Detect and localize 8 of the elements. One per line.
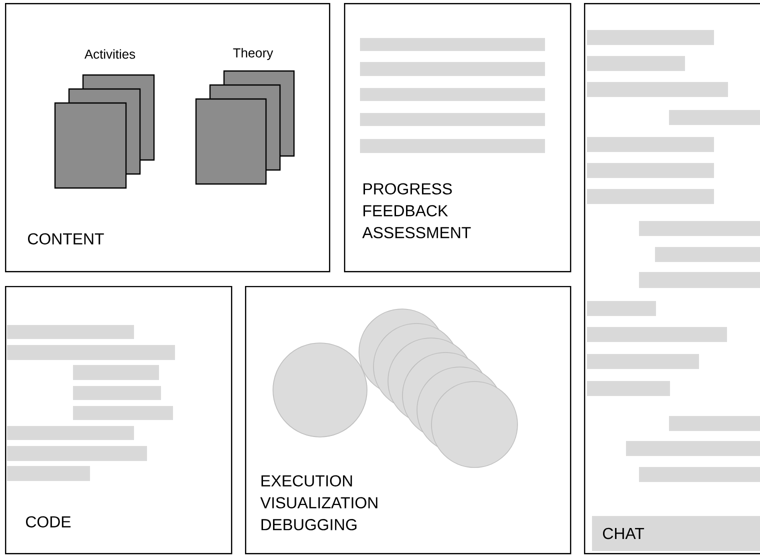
panel: PROGRESS FEEDBACK ASSESSMENT [344,2,572,272]
node-label: Activities [84,49,136,59]
card-stack: Theory [195,48,295,185]
panel: CODE [5,286,232,554]
panel: EXECUTION VISUALIZATION DEBUGGING [245,286,572,554]
node-label: Theory [233,48,274,60]
card-stack: Activities [54,49,155,189]
panel: CHAT [584,2,760,554]
